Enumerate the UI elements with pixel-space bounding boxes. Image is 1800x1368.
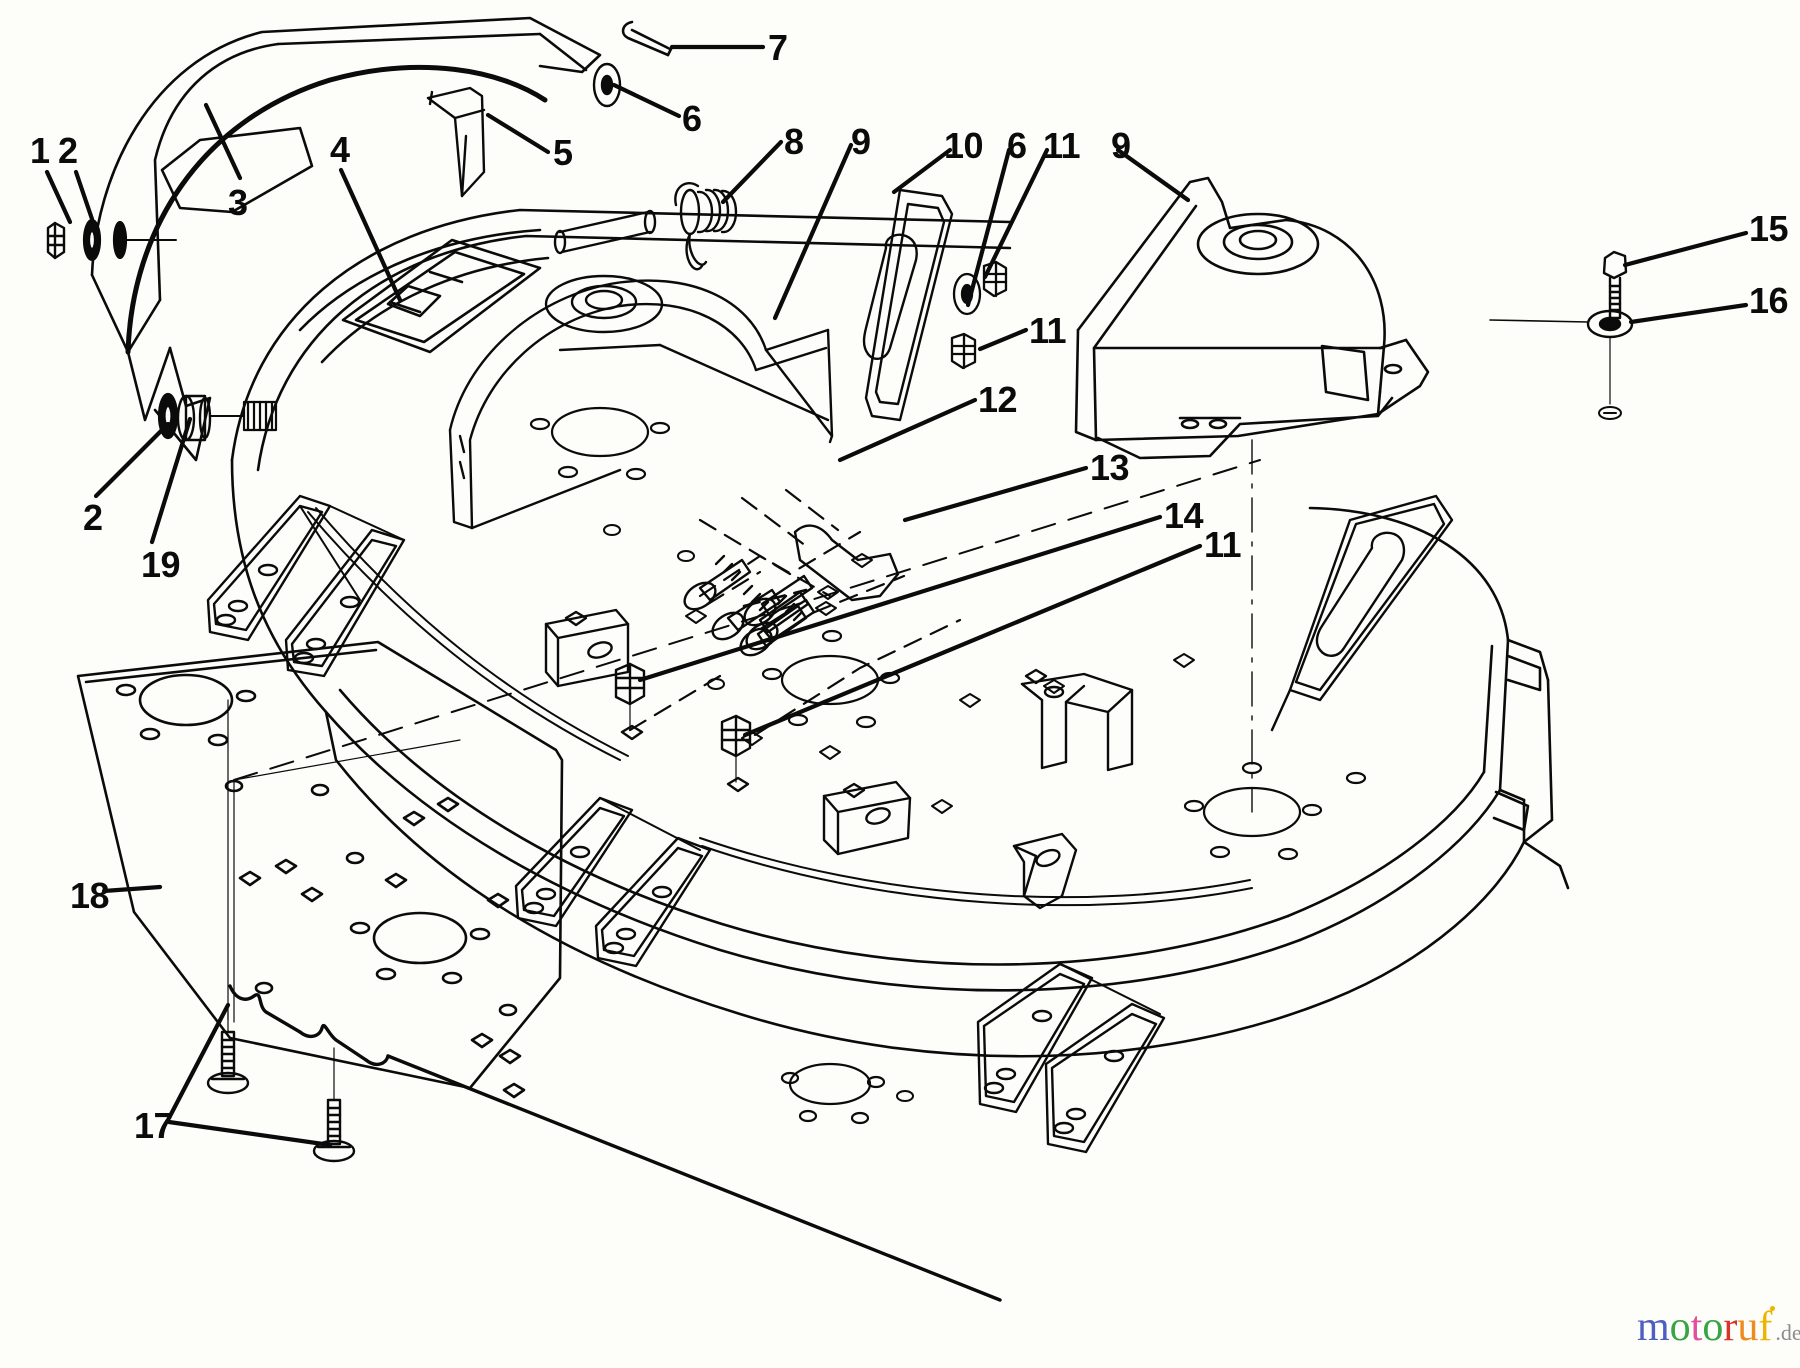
mounting-hole-16 xyxy=(1598,406,1622,420)
leader-line-14 xyxy=(637,514,1163,683)
spindle-housing-center xyxy=(448,274,834,530)
deck-plate-part18 xyxy=(76,640,564,1099)
carriage-bolt-part12-lower xyxy=(758,590,810,634)
callout-17: 17 xyxy=(134,1105,174,1146)
locknut-part11-deck-a xyxy=(614,662,646,741)
callout-19: 19 xyxy=(141,544,181,585)
blade-bracket-pair-right xyxy=(1270,494,1454,732)
deck-clip-lower-left xyxy=(822,780,912,856)
deck-clip-u-channel xyxy=(1020,668,1134,772)
wm-suffix: .de xyxy=(1775,1320,1800,1345)
callout-6-link: 6 xyxy=(1007,125,1027,166)
leader-line-9a xyxy=(772,142,854,321)
locknut-part11-upper xyxy=(982,260,1008,298)
callout-18: 18 xyxy=(70,875,110,916)
callout-2-top: 2 xyxy=(58,130,78,171)
chute-deflector-part3 xyxy=(90,16,602,462)
wm-letter-m: m xyxy=(1637,1304,1670,1350)
washer-part2-top xyxy=(82,218,102,262)
callout-16: 16 xyxy=(1749,280,1789,321)
callout-7: 7 xyxy=(768,27,788,68)
leader-line-4 xyxy=(338,167,403,303)
blade-bracket-pair-upper-right xyxy=(284,528,406,678)
leader-line-18 xyxy=(101,884,163,894)
callout-11-lower: 11 xyxy=(1204,524,1242,565)
deck-clip-left xyxy=(544,608,630,688)
leader-line-17 xyxy=(166,1002,333,1148)
belt-cover-part9-right xyxy=(1074,176,1430,460)
deck-lower-pan xyxy=(324,506,1570,1058)
blade-bracket-pair-mid-right xyxy=(594,836,712,968)
callout-10: 10 xyxy=(944,125,984,166)
wm-letter-o1: o xyxy=(1669,1304,1691,1350)
blade-bracket-pair-bottom-right xyxy=(1044,1002,1166,1154)
callout-9-left: 9 xyxy=(851,121,871,162)
leader-line-6b xyxy=(965,147,1012,308)
spindle-hole-cluster-left xyxy=(529,406,671,481)
wm-letter-t: t xyxy=(1690,1304,1703,1350)
spindle-hole-cluster-bottom xyxy=(780,1062,886,1125)
callout-11-upper: 11 xyxy=(1043,125,1081,166)
callout-2-lower: 2 xyxy=(83,497,103,538)
wm-letter-r: r xyxy=(1723,1304,1738,1350)
leader-line-2b xyxy=(93,421,171,499)
callout-8: 8 xyxy=(784,121,804,162)
carriage-bolt-part17-b xyxy=(312,1098,356,1163)
chute-hinge-bracket-part5 xyxy=(426,86,486,198)
leader-line-12 xyxy=(837,397,978,463)
deck-main-shell-part4 xyxy=(230,208,1012,714)
blade-bracket-pair-bottom-left xyxy=(976,962,1094,1114)
carriage-bolt-part17-a xyxy=(206,1030,250,1095)
leader-line-11c xyxy=(742,543,1203,738)
leader-line-11b xyxy=(977,327,1029,352)
leader-line-19 xyxy=(149,416,193,545)
callout-12: 12 xyxy=(978,379,1018,420)
leader-line-8 xyxy=(720,139,784,205)
callout-5: 5 xyxy=(553,132,573,173)
leader-line-5 xyxy=(485,112,551,155)
callout-6-upper: 6 xyxy=(682,98,702,139)
leader-line-13 xyxy=(902,465,1089,523)
wm-letter-o2: o xyxy=(1702,1304,1724,1350)
leader-line-6a xyxy=(611,82,682,119)
callout-4: 4 xyxy=(330,129,350,170)
motoruf-watermark: motoruf.de xyxy=(1637,1306,1800,1348)
hex-nut-part1 xyxy=(46,221,66,260)
baffle-plate-part13 xyxy=(793,524,900,602)
leader-line-16 xyxy=(1628,302,1749,325)
blade-bracket-pair-upper-left xyxy=(206,494,332,642)
deck-support-rod xyxy=(228,984,1002,1302)
wm-letter-u: u xyxy=(1737,1304,1759,1350)
deck-clip-bent-tab xyxy=(1012,832,1078,910)
callout-1: 1 xyxy=(30,130,50,171)
leader-line-2a xyxy=(73,169,95,222)
threaded-stud-left xyxy=(242,400,278,432)
leader-line-9b xyxy=(1115,147,1191,203)
pivot-rod xyxy=(553,209,657,255)
callout-11-mid: 11 xyxy=(1029,310,1067,351)
leader-line-10 xyxy=(891,147,953,195)
lift-link-part10 xyxy=(862,188,954,422)
callout-15: 15 xyxy=(1749,208,1789,249)
leader-line-1 xyxy=(44,169,73,225)
locknut-part11-lower xyxy=(950,332,977,370)
callout-3: 3 xyxy=(228,182,248,223)
callout-13: 13 xyxy=(1090,447,1130,488)
leader-line-3 xyxy=(203,102,243,181)
wm-letter-f: f xyxy=(1758,1304,1773,1350)
wm-dot-icon xyxy=(1770,1306,1776,1311)
leader-line-15 xyxy=(1622,230,1749,268)
leader-line-11a xyxy=(982,147,1050,280)
callout-9-right: 9 xyxy=(1111,125,1131,166)
locknut-part11-deck-b xyxy=(720,714,752,793)
blade-bracket-pair-mid-left xyxy=(514,796,634,928)
callout-14: 14 xyxy=(1164,495,1204,536)
